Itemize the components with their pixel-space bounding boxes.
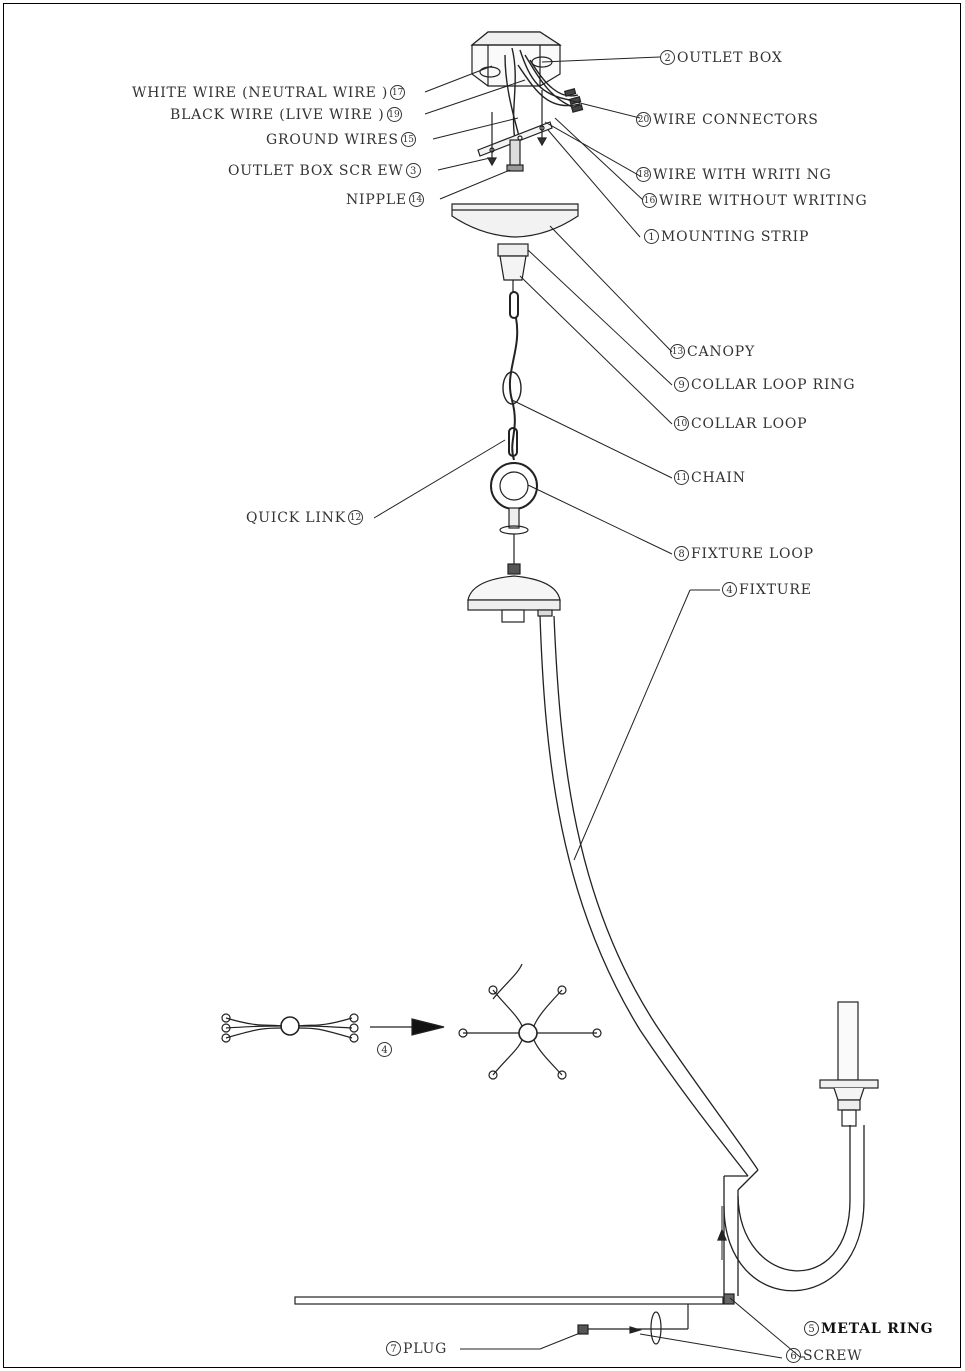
candle-cup [819, 1001, 879, 1127]
callout-number: 19 [386, 106, 402, 122]
callout-number: 15 [400, 131, 416, 147]
fixture-arm [539, 615, 865, 1296]
bottom-rod [294, 1293, 735, 1305]
callout-number: 5 [804, 1320, 819, 1336]
callout-number: 3 [405, 162, 421, 178]
nipple [506, 139, 524, 172]
callout-number: 8 [674, 545, 689, 561]
callout-number: 6 [786, 1347, 801, 1363]
callout-number: 9 [674, 376, 689, 392]
outlet-box [470, 31, 563, 87]
callout-number: 13 [670, 343, 685, 359]
arms-collapsed-icon [221, 1013, 359, 1043]
callout-number: 12 [347, 509, 363, 525]
callout-number: 10 [674, 415, 689, 431]
callout-number: 2 [660, 49, 675, 65]
callout-number: 4 [377, 1041, 392, 1057]
label-white-wire: WHITE WIRE (NEUTRAL WIRE )17 [132, 84, 406, 101]
outlet-box-screws [486, 90, 548, 167]
arms-expanded-icon [458, 963, 602, 1080]
fixture-hub [467, 575, 561, 623]
canopy [451, 203, 579, 238]
label-black-wire: BLACK WIRE (LIVE WIRE )19 [170, 106, 402, 123]
plug-screw [577, 1304, 689, 1345]
callout-number: 7 [386, 1340, 401, 1356]
chain [502, 291, 522, 461]
diagram-frame [3, 3, 961, 1368]
callout-number: 1 [644, 228, 659, 244]
collar-loop [497, 243, 529, 292]
callout-number: 16 [642, 192, 657, 208]
callout-number: 17 [390, 84, 406, 100]
wire-connectors [563, 88, 584, 113]
arrow-right-icon [370, 1018, 445, 1036]
callout-number: 14 [408, 191, 424, 207]
callout-number: 11 [674, 469, 689, 485]
callout-number: 4 [722, 581, 737, 597]
fixture-loop [490, 462, 538, 575]
callout-number: 18 [636, 166, 651, 182]
leader-lines [373, 56, 805, 1359]
wires [504, 47, 581, 141]
label-step-fixture: 4 [375, 1041, 394, 1058]
callout-number: 20 [636, 111, 651, 127]
